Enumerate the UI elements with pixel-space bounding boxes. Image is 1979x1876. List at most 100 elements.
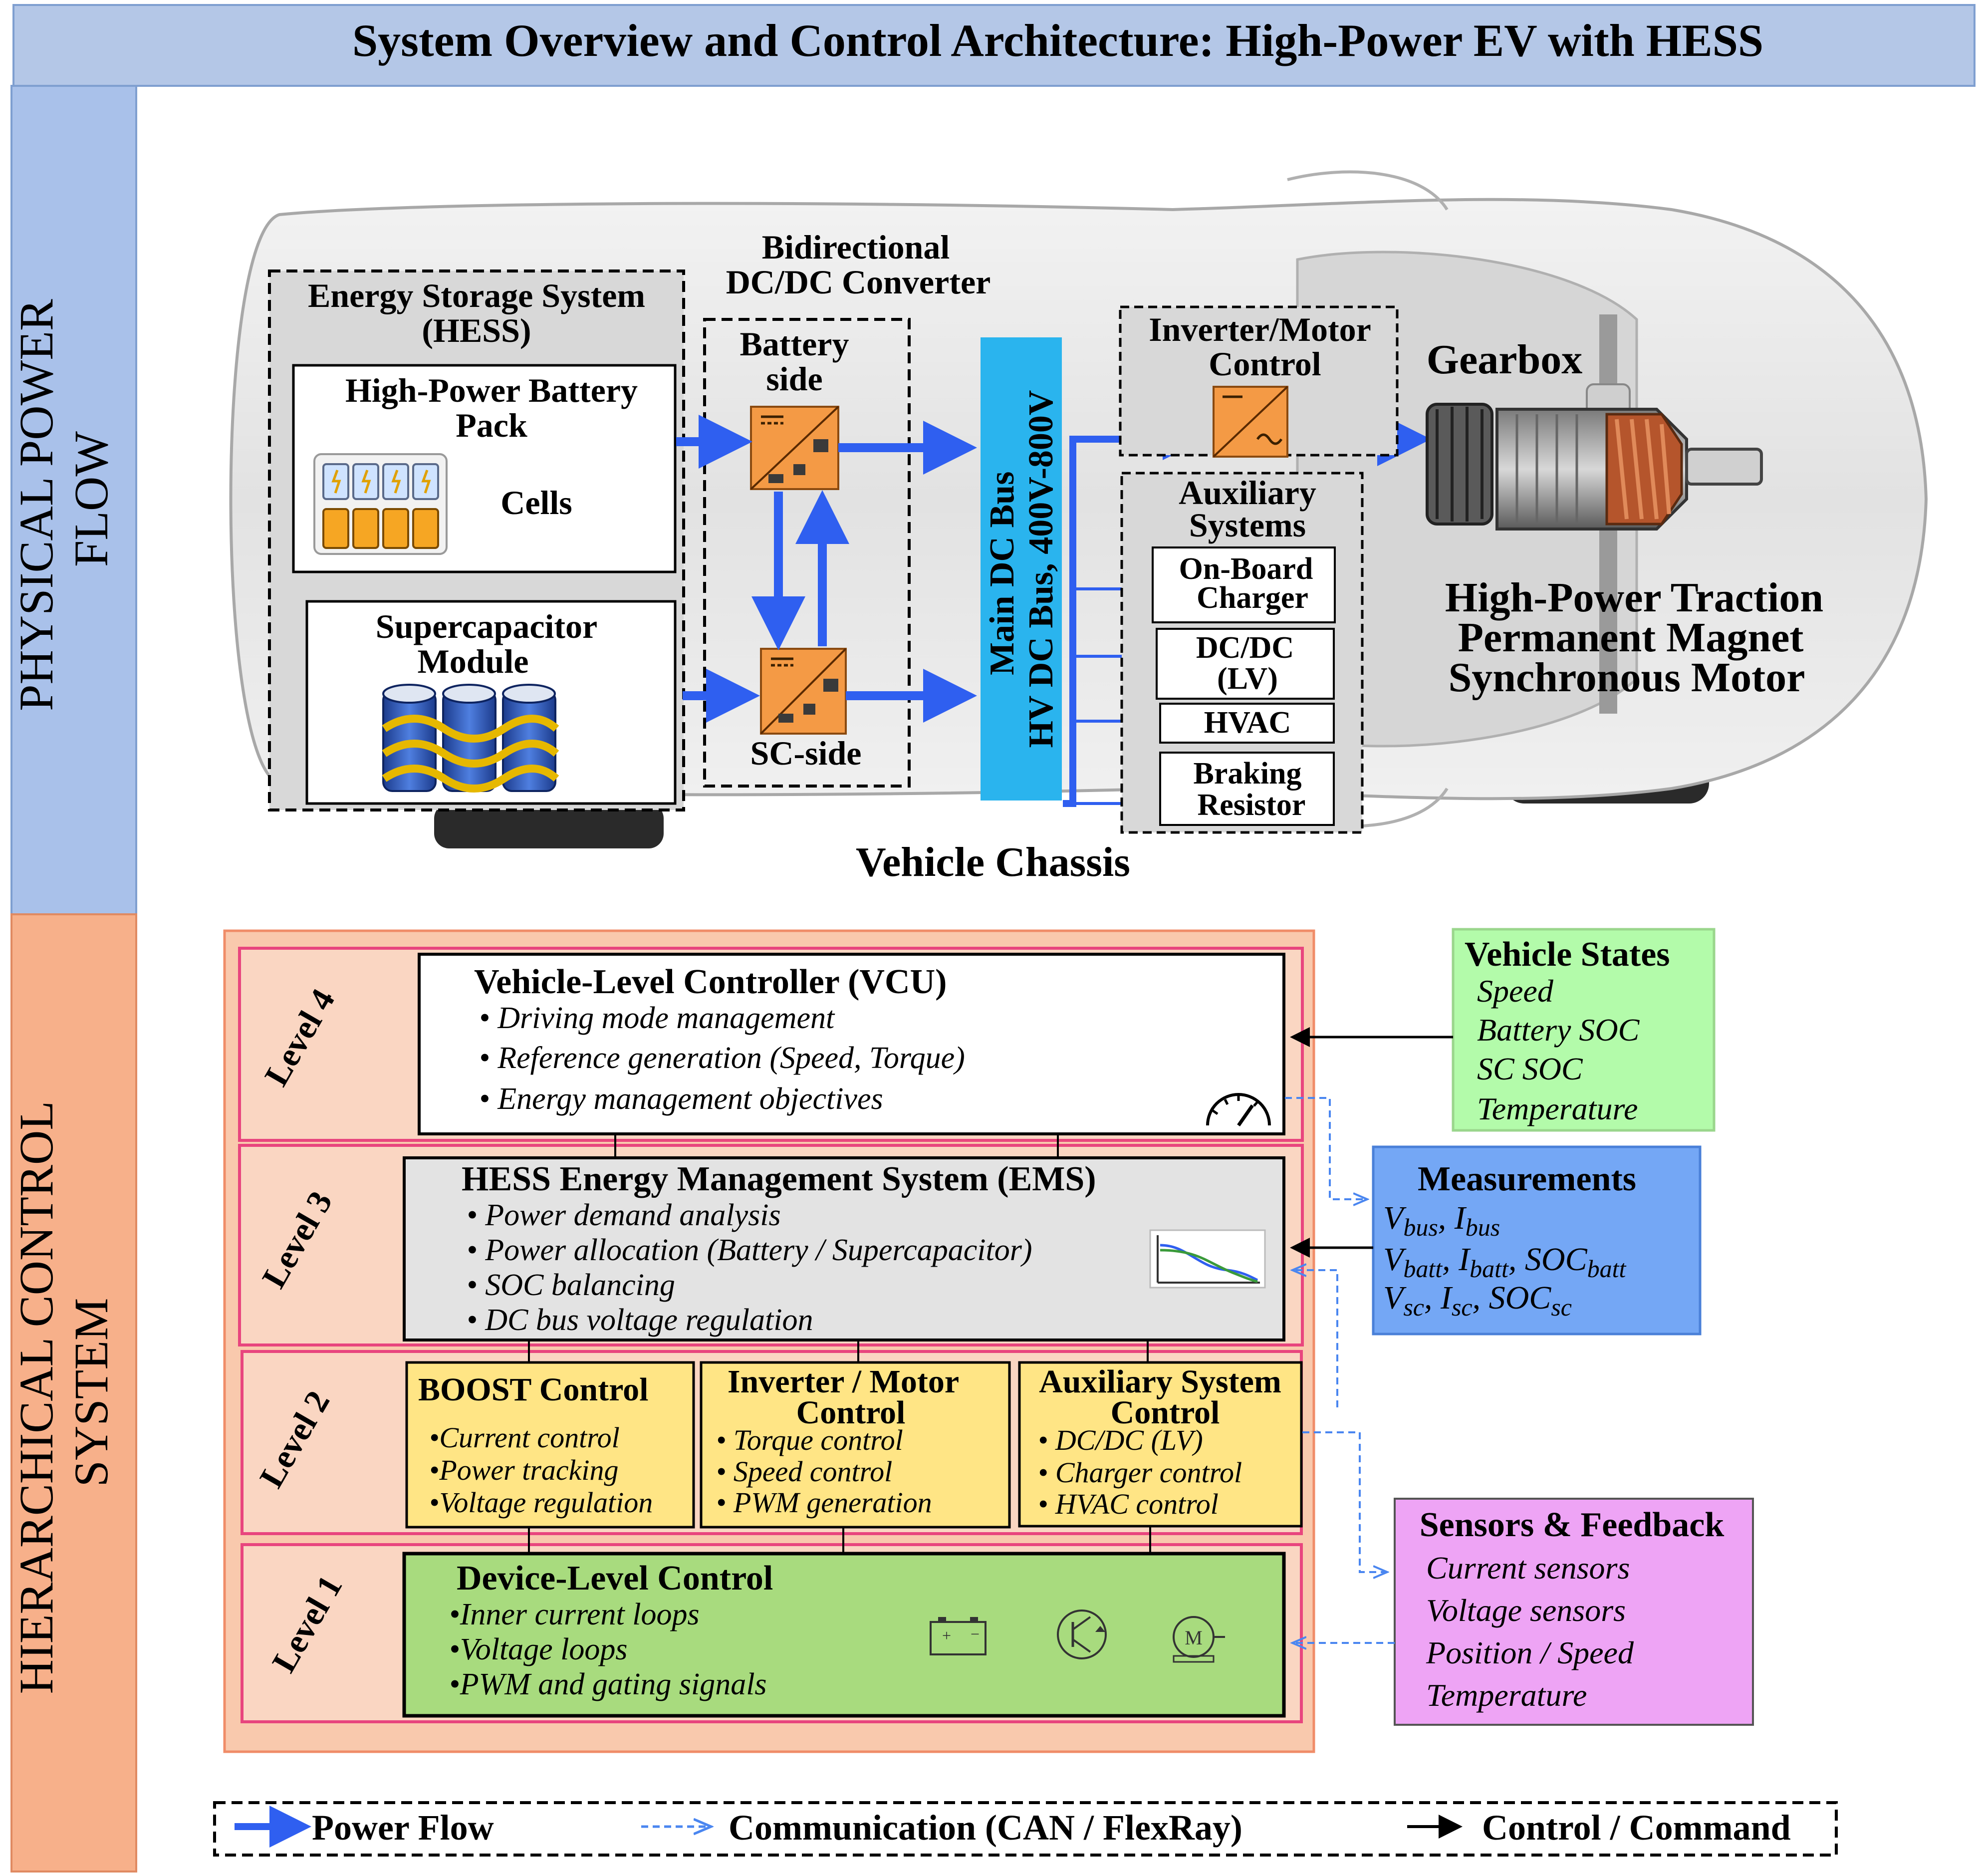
sensors-item-1: Current sensors	[1426, 1550, 1630, 1586]
inverter-ctrl-item-1: • Torque control	[716, 1424, 903, 1456]
motor-symbol-glyph: M	[1185, 1626, 1203, 1649]
sensors-item-2: Voltage sensors	[1426, 1593, 1626, 1628]
ems-box	[403, 1156, 1285, 1341]
sensors-title: Sensors & Feedback	[1420, 1506, 1725, 1544]
main-dc-bus	[981, 337, 1062, 801]
ems-item-4: • DC bus voltage regulation	[467, 1303, 813, 1337]
supercap-icon	[382, 684, 559, 793]
cells-label: Cells	[500, 484, 572, 522]
battery-side-converter-icon	[750, 406, 839, 490]
vcu-box	[418, 953, 1285, 1135]
vcu-item-3: • Energy management objectives	[479, 1082, 883, 1116]
vcu-item-1: • Driving mode management	[479, 1001, 835, 1035]
aux-ctrl-title-1: Auxiliary System	[1039, 1363, 1281, 1400]
legend-box	[213, 1801, 1838, 1857]
battery-cells-icon	[313, 453, 448, 555]
svg-text:+: +	[942, 1626, 951, 1644]
vehicle-states-item-4: Temperature	[1477, 1091, 1638, 1126]
physical-band-text: PHYSICAL POWER	[9, 299, 63, 711]
wheel-rear-bottom	[434, 804, 664, 848]
legend-power-flow: Power Flow	[312, 1808, 494, 1848]
title-band	[12, 4, 1976, 87]
boost-item-3: •Voltage regulation	[429, 1486, 653, 1519]
inverter-title-1: Inverter/Motor	[1149, 310, 1371, 348]
aux-title-2: Systems	[1189, 506, 1306, 544]
motor-label-2: Permanent Magnet	[1458, 614, 1804, 661]
ems-item-3: • SOC balancing	[467, 1268, 675, 1302]
aux-dcdc-2: (LV)	[1217, 662, 1278, 696]
inverter-ctrl-title-2: Control	[796, 1394, 906, 1431]
device-title: Device-Level Control	[457, 1559, 773, 1598]
battery-pack-title-1: High-Power Battery	[345, 371, 638, 409]
dc-bus-line-2: HV DC Bus, 400V-800V	[1022, 390, 1060, 748]
battery-pack-title-2: Pack	[456, 406, 527, 444]
ess-title-1: Energy Storage System	[308, 276, 645, 314]
vcu-item-2: • Reference generation (Speed, Torque)	[479, 1041, 965, 1075]
battery-side-1: Battery	[740, 325, 849, 363]
sc-side-converter-icon	[760, 648, 847, 735]
vcu-title: Vehicle-Level Controller (VCU)	[474, 963, 947, 1001]
vehicle-states-title: Vehicle States	[1465, 935, 1670, 974]
aux-onboard-charger	[1152, 546, 1336, 623]
device-item-2: •Voltage loops	[449, 1632, 628, 1666]
aux-onboard-2: Charger	[1197, 581, 1308, 615]
motor-label-3: Synchronous Motor	[1449, 654, 1805, 701]
soc-chart-icon	[1149, 1229, 1266, 1289]
dcdc-title-2: DC/DC Converter	[726, 263, 991, 301]
ems-item-1: • Power demand analysis	[467, 1198, 781, 1232]
ess-title-2: (HESS)	[422, 311, 531, 349]
igbt-symbol-icon	[1057, 1609, 1107, 1659]
measurements-title: Measurements	[1418, 1160, 1636, 1198]
device-item-3: •PWM and gating signals	[449, 1667, 767, 1701]
svg-text:−: −	[971, 1625, 980, 1643]
boost-title: BOOST Control	[418, 1371, 649, 1408]
aux-braking-1: Braking	[1193, 757, 1301, 791]
vehicle-chassis-label: Vehicle Chassis	[856, 839, 1130, 885]
aux-dcdc-1: DC/DC	[1196, 631, 1294, 665]
aux-braking-resistor	[1159, 752, 1335, 826]
inverter-ctrl-item-2: • Speed control	[716, 1455, 892, 1488]
dc-bus-line-1: Main DC Bus	[983, 472, 1021, 675]
physical-band-text-2: FLOW	[64, 431, 118, 567]
hierarchical-band-text-2: SYSTEM	[64, 1298, 118, 1487]
battery-side-2: side	[766, 360, 822, 398]
inverter-title-2: Control	[1209, 345, 1321, 383]
dc-bus-label: Main DC Bus HV DC Bus, 400V-800V	[983, 390, 1060, 748]
vehicle-states-box	[1452, 928, 1716, 1132]
inverter-ctrl-item-3: • PWM generation	[716, 1486, 932, 1519]
speedometer-icon	[1206, 1093, 1271, 1127]
motor-symbol-icon: M	[1173, 1616, 1225, 1663]
communication-arrows	[1285, 1097, 1395, 1643]
boost-control-box	[405, 1361, 695, 1529]
device-level-box	[402, 1552, 1286, 1718]
measurements-box	[1372, 1145, 1702, 1336]
aux-title-1: Auxiliary	[1179, 474, 1316, 512]
legend-control: Control / Command	[1482, 1808, 1791, 1848]
gearbox-label: Gearbox	[1427, 336, 1583, 383]
vehicle-states-item-2: Battery SOC	[1477, 1012, 1640, 1048]
aux-ctrl-title-2: Control	[1111, 1394, 1220, 1431]
dcdc-title-1: Bidirectional	[762, 228, 950, 266]
aux-dcdc-lv	[1156, 628, 1335, 700]
supercap-title-1: Supercapacitor	[376, 607, 598, 645]
device-item-1: •Inner current loops	[449, 1598, 700, 1631]
aux-hvac-label: HVAC	[1204, 706, 1291, 740]
sc-side-label: SC-side	[750, 734, 862, 772]
ems-item-2: • Power allocation (Battery / Supercapac…	[467, 1233, 1032, 1267]
diagram-title: System Overview and Control Architecture…	[352, 15, 1763, 66]
physical-band	[10, 85, 137, 915]
aux-onboard-1: On-Board	[1179, 552, 1313, 586]
vehicle-states-item-1: Speed	[1477, 973, 1554, 1009]
hierarchical-band	[10, 913, 137, 1873]
inverter-icon	[1213, 386, 1288, 458]
aux-braking-2: Resistor	[1198, 788, 1306, 822]
aux-ctrl-item-3: • HVAC control	[1038, 1488, 1219, 1520]
sensors-feedback-box	[1394, 1498, 1754, 1726]
hierarchical-band-label: HIERARCHICAL CONTROL SYSTEM	[9, 1091, 118, 1694]
motor-label-1: High-Power Traction	[1445, 574, 1823, 621]
aux-control-box	[1018, 1361, 1303, 1528]
physical-band-label: PHYSICAL POWER FLOW	[9, 287, 118, 711]
legend-communication: Communication (CAN / FlexRay)	[729, 1808, 1242, 1848]
aux-ctrl-item-2: • Charger control	[1038, 1456, 1242, 1489]
